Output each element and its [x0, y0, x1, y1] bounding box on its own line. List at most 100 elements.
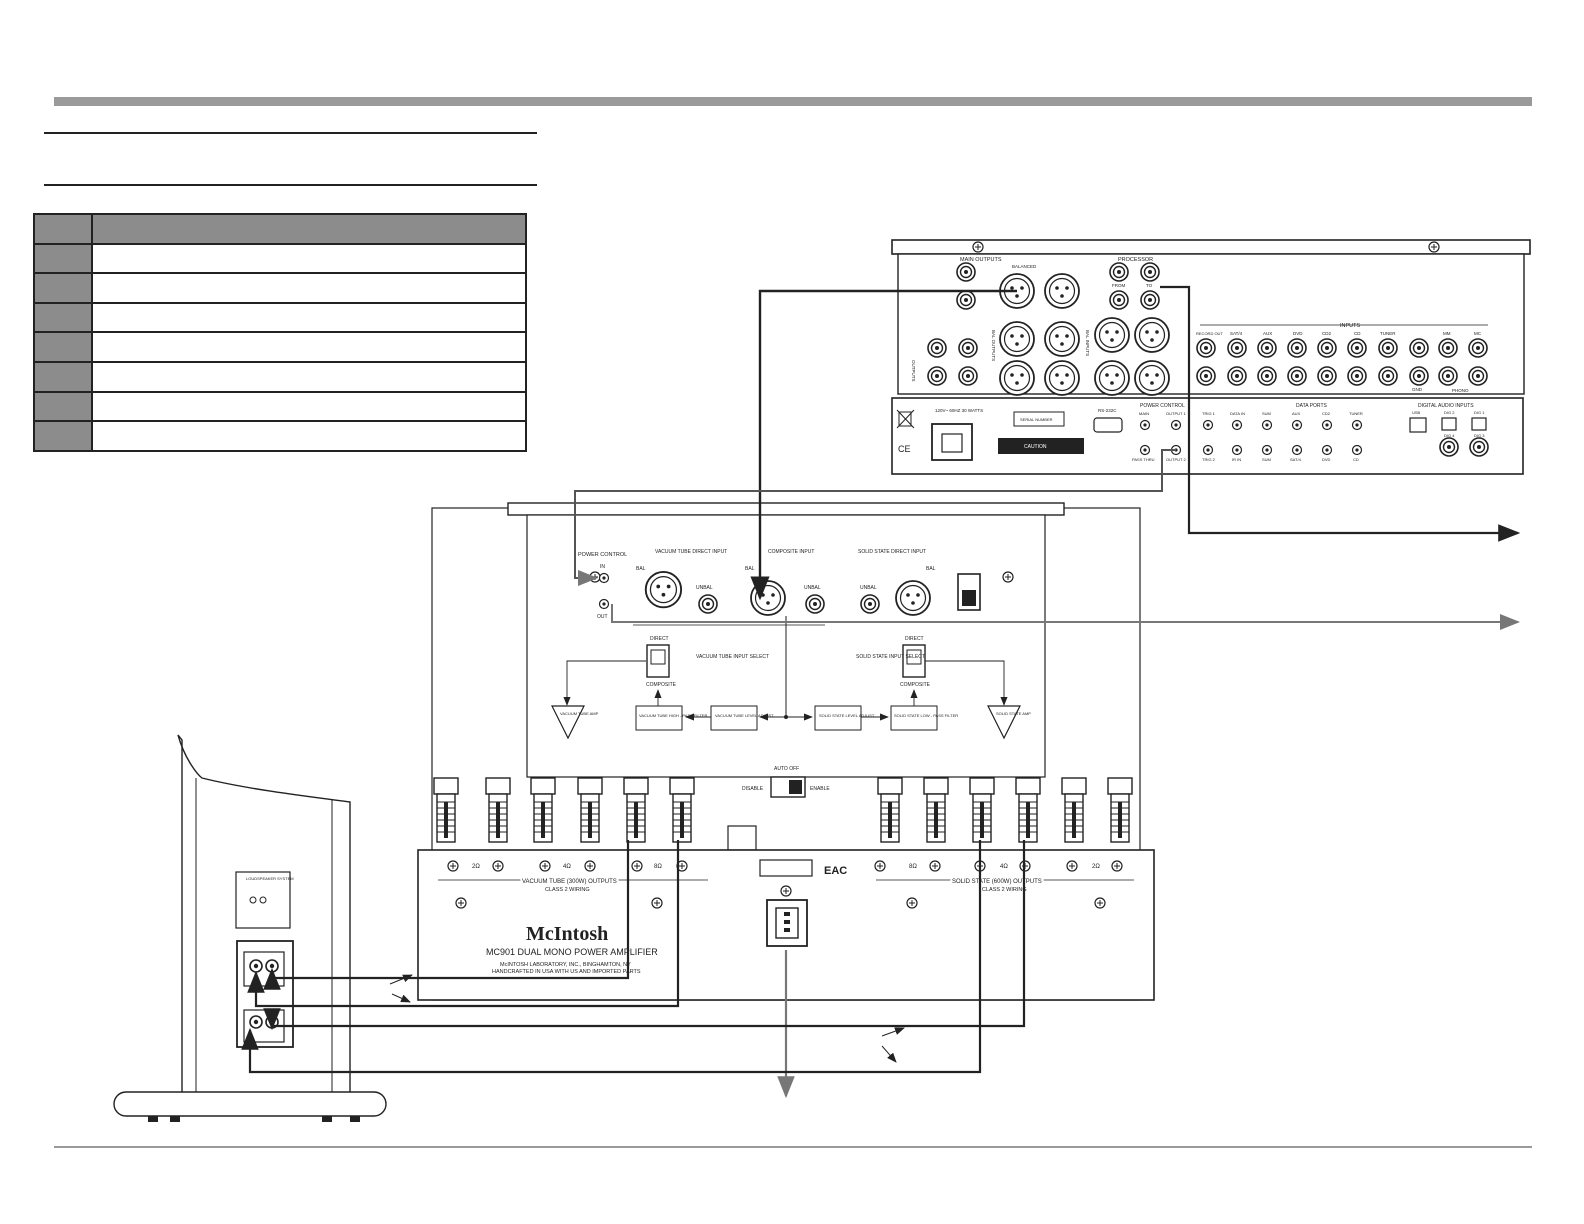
- cable-power-control-out: [611, 604, 1520, 630]
- svg-text:SUM: SUM: [1262, 411, 1271, 416]
- svg-text:VACUUM TUBE LEVEL ADJUST: VACUUM TUBE LEVEL ADJUST: [715, 713, 774, 718]
- amp-ss-xlr-input: [895, 580, 931, 616]
- svg-text:AUTO OFF: AUTO OFF: [774, 766, 799, 772]
- pre-rs232-port: [1093, 417, 1123, 433]
- pre-usb-port: [1409, 417, 1427, 433]
- svg-text:MAIN: MAIN: [1139, 411, 1149, 416]
- svg-text:SUM: SUM: [1262, 457, 1271, 462]
- svg-text:VACUUM TUBE HIGH - PASS FILTER: VACUUM TUBE HIGH - PASS FILTER: [639, 713, 707, 718]
- svg-text:MM: MM: [1443, 331, 1451, 336]
- amp-brand-logo: McIntosh: [526, 923, 608, 945]
- svg-text:OUTPUT 1: OUTPUT 1: [1166, 411, 1186, 416]
- pre-inputs-label: INPUTS: [1340, 323, 1361, 329]
- svg-text:DISABLE: DISABLE: [742, 786, 764, 792]
- cable-power-control-in: [574, 449, 1176, 586]
- svg-text:COMPOSITE: COMPOSITE: [900, 682, 931, 688]
- amp-vt-outputs-label: VACUUM TUBE (300W) OUTPUTS: [522, 879, 617, 885]
- svg-text:AUX: AUX: [1292, 411, 1301, 416]
- svg-text:SAT/4: SAT/4: [1290, 457, 1302, 462]
- amp-vt-level-box: [710, 705, 758, 731]
- legend-row: [34, 360, 526, 392]
- svg-text:DIG 1: DIG 1: [1474, 410, 1485, 415]
- pre-ce-mark: CE: [898, 444, 911, 454]
- svg-text:IR IN: IR IN: [1232, 457, 1241, 462]
- amp-ss-unbal-input: [860, 594, 880, 614]
- legend-header-row: [34, 214, 526, 244]
- svg-text:8Ω: 8Ω: [654, 864, 662, 870]
- amp-ss-lpf-box: [890, 705, 938, 731]
- svg-text:8Ω: 8Ω: [909, 864, 917, 870]
- svg-text:TUNER: TUNER: [1349, 411, 1363, 416]
- amp-ss-triangle: [987, 705, 1021, 740]
- amp-composite-label: COMPOSITE INPUT: [768, 549, 814, 555]
- pre-balanced-label: BALANCED: [1012, 264, 1037, 269]
- svg-text:PHONO: PHONO: [1452, 388, 1469, 393]
- svg-text:UNBAL: UNBAL: [804, 585, 821, 591]
- amp-model-name: MC901 DUAL MONO POWER AMPLIFIER: [486, 947, 658, 957]
- svg-text:2Ω: 2Ω: [1092, 864, 1100, 870]
- legend-row: [34, 301, 526, 333]
- svg-text:AUX: AUX: [1263, 331, 1272, 336]
- cable-vt-negative: [247, 840, 680, 1008]
- pre-data-ports-jacks: SUM AUX CD2 TUNER SUM SAT/4 DVD CD: [1261, 411, 1363, 462]
- svg-text:DIG 2: DIG 2: [1444, 410, 1455, 415]
- svg-text:DIG 4: DIG 4: [1444, 433, 1455, 438]
- svg-text:SAT/4: SAT/4: [1230, 331, 1243, 336]
- legend-row: [34, 390, 526, 422]
- svg-text:MC: MC: [1474, 331, 1482, 336]
- svg-text:DATA IN: DATA IN: [1230, 411, 1245, 416]
- svg-text:DIRECT: DIRECT: [650, 636, 669, 642]
- power-amplifier: POWER CONTROL IN OUT VACUUM TUBE DIRECT …: [417, 502, 1155, 1001]
- svg-text:CLASS 2 WIRING: CLASS 2 WIRING: [982, 887, 1027, 893]
- preamplifier-panel: MAIN OUTPUTS BALANCED PROCESSOR FROM TO …: [891, 239, 1531, 475]
- svg-text:DIG 3: DIG 3: [1474, 433, 1485, 438]
- legend-row: [34, 331, 526, 362]
- svg-text:SOLID STATE LOW - PASS FILTER: SOLID STATE LOW - PASS FILTER: [894, 713, 958, 718]
- footer-rule: [54, 1146, 1532, 1148]
- cable-ss-positive: [263, 840, 1026, 1031]
- svg-text:TRIG 1: TRIG 1: [1202, 411, 1216, 416]
- pre-record-out-label: RECORD OUT: [1196, 331, 1223, 336]
- svg-text:OUT: OUT: [597, 614, 608, 620]
- svg-text:CD: CD: [1354, 331, 1361, 336]
- svg-text:UNBAL: UNBAL: [696, 585, 713, 591]
- svg-text:CD2: CD2: [1322, 331, 1331, 336]
- section-rule-bottom: [44, 184, 537, 186]
- pre-ac-inlet-icon: [931, 423, 973, 461]
- amp-composite-xlr-input: [750, 580, 786, 616]
- cable-vt-positive: [263, 840, 630, 990]
- svg-text:SOLID STATE AMP: SOLID STATE AMP: [996, 711, 1031, 716]
- legend-table: [33, 213, 527, 452]
- pre-bal-outputs-label: BAL OUTPUTS: [991, 330, 996, 361]
- svg-text:BAL: BAL: [745, 566, 755, 572]
- pre-main-outputs-label: MAIN OUTPUTS: [960, 257, 1002, 263]
- legend-row: [34, 272, 526, 303]
- svg-text:DIRECT: DIRECT: [905, 636, 924, 642]
- svg-text:VACUUM TUBE AMP: VACUUM TUBE AMP: [560, 711, 599, 716]
- pre-power-control-label: POWER CONTROL: [1140, 403, 1185, 409]
- cable-balanced-out: [750, 289, 1017, 601]
- svg-text:CD: CD: [1353, 457, 1359, 462]
- svg-text:2Ω: 2Ω: [472, 864, 480, 870]
- svg-text:TRIG 2: TRIG 2: [1202, 457, 1216, 462]
- amp-composite-unbal-input: [805, 594, 825, 614]
- amp-vt-xlr-input: [644, 570, 683, 609]
- svg-text:COMPOSITE: COMPOSITE: [646, 682, 677, 688]
- amp-ss-outputs-label: SOLID STATE (600W) OUTPUTS: [952, 879, 1042, 885]
- cable-ss-negative: [241, 840, 982, 1074]
- amp-vt-unbal-input: [698, 594, 718, 614]
- amp-ss-level-box: [814, 705, 862, 731]
- pre-rs232-label: RS-232C: [1098, 408, 1117, 413]
- svg-text:GND: GND: [1412, 387, 1423, 392]
- pre-digital-inputs-label: DIGITAL AUDIO INPUTS: [1418, 403, 1474, 409]
- amp-ac-inlet-icon: [766, 899, 808, 947]
- svg-text:PASS THRU: PASS THRU: [1132, 457, 1155, 462]
- cable-processor-out: [1160, 285, 1521, 542]
- svg-text:DVD: DVD: [1293, 331, 1303, 336]
- amp-eac-mark: EAC: [824, 865, 847, 877]
- svg-text:DVD: DVD: [1322, 457, 1331, 462]
- svg-text:TUNER: TUNER: [1380, 331, 1396, 336]
- pre-digital-ports: DIG 1 DIG 2 DIG 3 DIG 4: [1439, 410, 1489, 457]
- svg-text:HANDCRAFTED IN USA WITH US AND: HANDCRAFTED IN USA WITH US AND IMPORTED …: [492, 969, 641, 975]
- amp-vt-input-select-label: VACUUM TUBE INPUT SELECT: [696, 654, 769, 660]
